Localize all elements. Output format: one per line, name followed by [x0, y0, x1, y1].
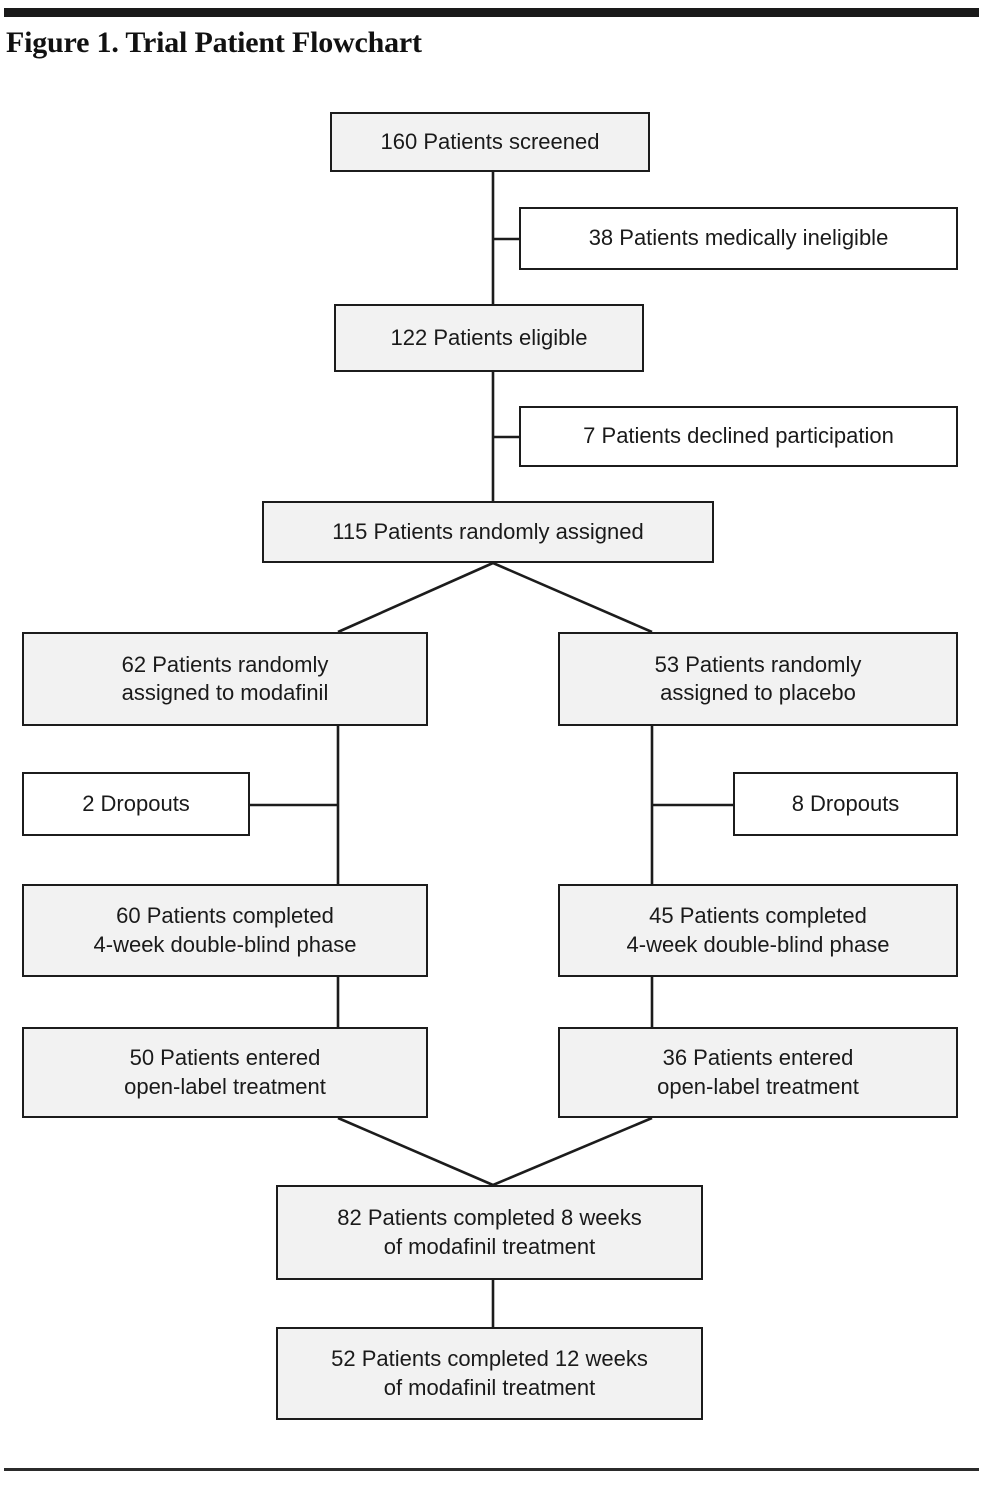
node-completed-8-weeks-label: 82 Patients completed 8 weeks of modafin…	[337, 1205, 642, 1259]
node-dropouts-placebo-label: 8 Dropouts	[791, 790, 900, 816]
node-assigned-placebo[interactable]: 53 Patients randomly assigned to placebo	[558, 632, 958, 726]
node-dropouts-modafinil-label: 2 Dropouts	[82, 790, 190, 816]
node-assigned-placebo-label: 53 Patients randomly assigned to placebo	[654, 651, 862, 705]
node-eligible-label: 122 Patients eligible	[390, 324, 588, 350]
node-medically-ineligible[interactable]: 38 Patients medically ineligible	[519, 207, 958, 270]
node-screened[interactable]: 160 Patients screened	[330, 112, 650, 172]
node-declined-participation-label: 7 Patients declined participation	[583, 423, 894, 449]
node-completed-12-weeks-label: 52 Patients completed 12 weeks of modafi…	[331, 1346, 648, 1400]
node-completed-8-weeks[interactable]: 82 Patients completed 8 weeks of modafin…	[276, 1185, 703, 1280]
node-completed-double-blind-placebo-label: 45 Patients completed 4-week double-blin…	[626, 903, 890, 957]
node-screened-label: 160 Patients screened	[380, 128, 600, 154]
node-medically-ineligible-label: 38 Patients medically ineligible	[588, 225, 889, 251]
node-open-label-placebo[interactable]: 36 Patients entered open-label treatment	[558, 1027, 958, 1118]
bottom-horizontal-rule	[4, 1468, 979, 1471]
node-eligible[interactable]: 122 Patients eligible	[334, 304, 644, 372]
node-completed-double-blind-modafinil-label: 60 Patients completed 4-week double-blin…	[93, 903, 357, 957]
node-completed-double-blind-modafinil[interactable]: 60 Patients completed 4-week double-blin…	[22, 884, 428, 977]
top-horizontal-rule	[4, 8, 979, 17]
node-open-label-modafinil-label: 50 Patients entered open-label treatment	[124, 1045, 326, 1099]
node-dropouts-placebo[interactable]: 8 Dropouts	[733, 772, 958, 836]
figure-title: Figure 1. Trial Patient Flowchart	[6, 26, 422, 59]
node-assigned-modafinil-label: 62 Patients randomly assigned to modafin…	[121, 651, 329, 705]
node-open-label-placebo-label: 36 Patients entered open-label treatment	[657, 1045, 859, 1099]
node-completed-double-blind-placebo[interactable]: 45 Patients completed 4-week double-blin…	[558, 884, 958, 977]
node-completed-12-weeks[interactable]: 52 Patients completed 12 weeks of modafi…	[276, 1327, 703, 1420]
node-assigned-modafinil[interactable]: 62 Patients randomly assigned to modafin…	[22, 632, 428, 726]
node-open-label-modafinil[interactable]: 50 Patients entered open-label treatment	[22, 1027, 428, 1118]
node-declined-participation[interactable]: 7 Patients declined participation	[519, 406, 958, 467]
node-dropouts-modafinil[interactable]: 2 Dropouts	[22, 772, 250, 836]
node-randomly-assigned[interactable]: 115 Patients randomly assigned	[262, 501, 714, 563]
node-randomly-assigned-label: 115 Patients randomly assigned	[332, 518, 644, 544]
